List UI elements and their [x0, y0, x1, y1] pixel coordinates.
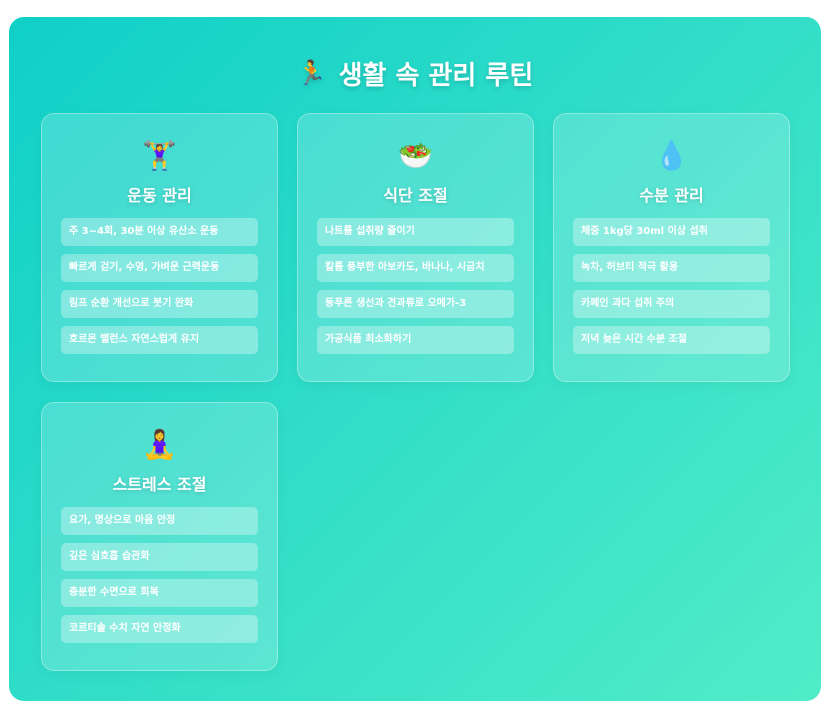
card-stress: 🧘‍♀️ 스트레스 조절 요가, 명상으로 마음 안정 깊은 심호흡 습관화 충… [41, 402, 278, 671]
list-item: 카페인 과다 섭취 주의 [573, 290, 770, 318]
list-item: 호르몬 밸런스 자연스럽게 유지 [61, 326, 258, 354]
list-item: 코르티솔 수치 자연 안정화 [61, 615, 258, 643]
card-title: 스트레스 조절 [112, 475, 207, 494]
list-item: 칼륨 풍부한 아보카도, 바나나, 시금치 [317, 254, 514, 282]
card-diet: 🥗 식단 조절 나트륨 섭취량 줄이기 칼륨 풍부한 아보카도, 바나나, 시금… [297, 113, 534, 382]
list-item: 요가, 명상으로 마음 안정 [61, 507, 258, 535]
list-item: 림프 순환 개선으로 붓기 완화 [61, 290, 258, 318]
weightlifting-icon: 🏋️‍♀️ [142, 139, 177, 172]
running-person-icon: 🏃 [296, 59, 327, 87]
list-item: 가공식품 최소화하기 [317, 326, 514, 354]
list-item: 녹차, 허브티 적극 활용 [573, 254, 770, 282]
list-item: 등푸른 생선과 견과류로 오메가-3 [317, 290, 514, 318]
card-hydration: 💧 수분 관리 체중 1kg당 30ml 이상 섭취 녹차, 허브티 적극 활용… [553, 113, 790, 382]
water-drop-icon: 💧 [654, 139, 689, 172]
card-item-list: 나트륨 섭취량 줄이기 칼륨 풍부한 아보카도, 바나나, 시금치 등푸른 생선… [317, 218, 514, 354]
meditation-icon: 🧘‍♀️ [142, 428, 177, 461]
list-item: 깊은 심호흡 습관화 [61, 543, 258, 571]
list-item: 나트륨 섭취량 줄이기 [317, 218, 514, 246]
routine-container: 🏃 생활 속 관리 루틴 🏋️‍♀️ 운동 관리 주 3~4회, 30분 이상 … [9, 17, 821, 701]
list-item: 충분한 수면으로 회복 [61, 579, 258, 607]
card-title: 식단 조절 [383, 186, 448, 205]
page-title: 🏃 생활 속 관리 루틴 [41, 51, 789, 95]
card-item-list: 체중 1kg당 30ml 이상 섭취 녹차, 허브티 적극 활용 카페인 과다 … [573, 218, 770, 354]
page-title-text: 생활 속 관리 루틴 [338, 60, 534, 91]
salad-icon: 🥗 [398, 139, 433, 172]
card-item-list: 주 3~4회, 30분 이상 유산소 운동 빠르게 걷기, 수영, 가벼운 근력… [61, 218, 258, 354]
card-title: 운동 관리 [127, 186, 192, 205]
list-item: 저녁 늦은 시간 수분 조절 [573, 326, 770, 354]
card-item-list: 요가, 명상으로 마음 안정 깊은 심호흡 습관화 충분한 수면으로 회복 코르… [61, 507, 258, 643]
list-item: 체중 1kg당 30ml 이상 섭취 [573, 218, 770, 246]
card-title: 수분 관리 [639, 186, 704, 205]
routine-card-grid: 🏋️‍♀️ 운동 관리 주 3~4회, 30분 이상 유산소 운동 빠르게 걷기… [41, 113, 790, 671]
list-item: 빠르게 걷기, 수영, 가벼운 근력운동 [61, 254, 258, 282]
card-exercise: 🏋️‍♀️ 운동 관리 주 3~4회, 30분 이상 유산소 운동 빠르게 걷기… [41, 113, 278, 382]
list-item: 주 3~4회, 30분 이상 유산소 운동 [61, 218, 258, 246]
